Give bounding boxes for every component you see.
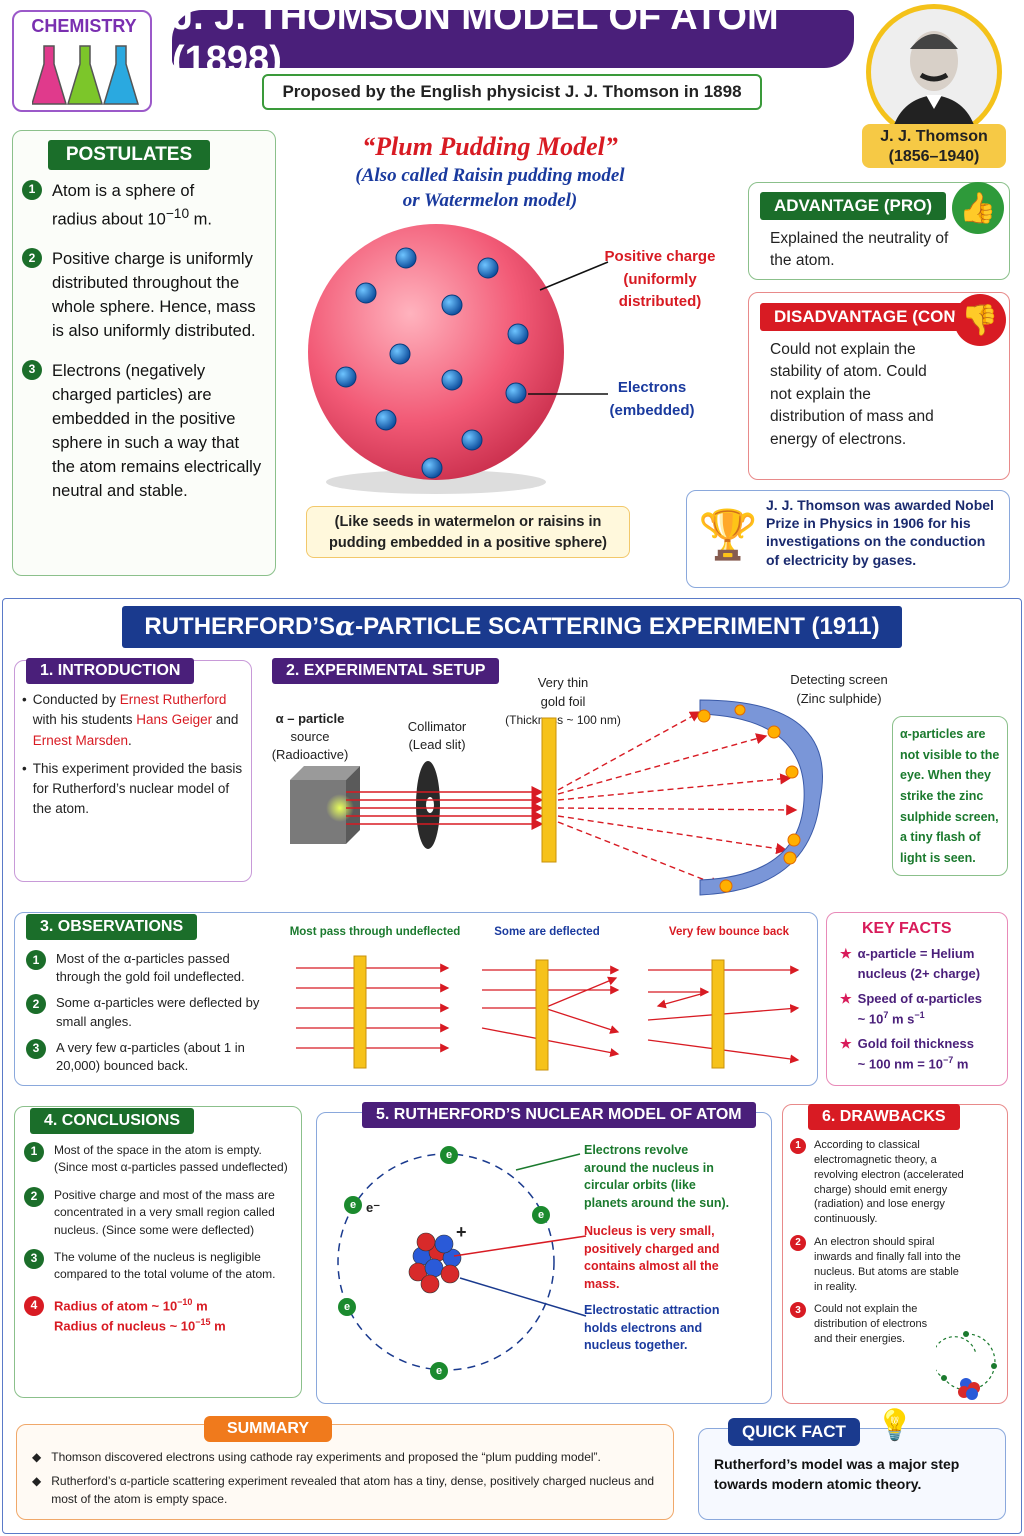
setup-note-panel (892, 716, 1008, 876)
postulate-item: 3 Electrons (negatively charged particle… (22, 360, 266, 504)
portrait-caption: J. J. Thomson (1856–1940) (862, 124, 1006, 168)
collimator-label: Collimator (Lead slit) (407, 719, 467, 753)
model-name: “Plum Pudding Model” (362, 132, 618, 161)
nucleus-charge-sign: + (456, 1222, 467, 1242)
thumbs-up-icon: 👍 (952, 182, 1004, 234)
spiral-atom-icon (936, 1331, 997, 1400)
source-label: α – particle source (Radioactive) (271, 711, 349, 763)
portrait-image (871, 9, 997, 135)
summary-panel (16, 1424, 674, 1520)
electron-right: e (532, 1206, 550, 1224)
nuclear-model-note-3: Electrostatic attraction holds electrons… (584, 1303, 720, 1352)
quick-fact-text: Rutherford’s model was a major step towa… (714, 1456, 960, 1493)
introduction-text: •Conducted by Ernest Rutherford with his… (22, 692, 243, 817)
setup-heading: 2. EXPERIMENTAL SETUP (272, 658, 500, 684)
conclusions-heading: 4. CONCLUSIONS (30, 1108, 195, 1134)
advantage-heading: ADVANTAGE (PRO) (760, 192, 947, 220)
observation-diagrams (296, 955, 800, 1071)
electron (461, 429, 483, 451)
electron (375, 409, 397, 431)
positive-charge-label: Positive charge (uniformly distributed) (604, 248, 716, 310)
introduction-panel (14, 660, 252, 882)
advantage-text: Explained the neutrality of the atom. (770, 230, 949, 270)
nuclear-model-heading: 5. RUTHERFORD’S NUCLEAR MODEL OF ATOM (362, 1102, 756, 1128)
nobel-text: J. J. Thomson was awarded Nobel Prize in… (766, 497, 994, 568)
gold-foil-label: Very thin gold foil (Thickness ~ 100 nm) (505, 675, 621, 727)
electron-lower-left: e (338, 1298, 356, 1316)
portrait (866, 4, 1002, 140)
collimator (416, 761, 440, 849)
introduction-heading: 1. INTRODUCTION (26, 658, 195, 684)
electrons-label: Electrons (embedded) (609, 379, 695, 420)
experimental-setup-diagram (290, 699, 823, 896)
page-title: J. J. THOMSON MODEL OF ATOM (1898) (172, 0, 854, 81)
observation-diagram-2-title: Some are deflected (494, 926, 600, 938)
electron (507, 323, 529, 345)
nuclear-model-note-2: Nucleus is very small, positively charge… (584, 1224, 720, 1291)
electron (421, 457, 443, 479)
lightbulb-icon: 💡 (876, 1409, 914, 1442)
electron-label: e⁻ (366, 1200, 381, 1215)
gold-foil (541, 717, 557, 863)
subject-badge: CHEMISTRY (12, 10, 152, 112)
electron (355, 282, 377, 304)
alpha-source (290, 766, 360, 844)
postulates-heading: POSTULATES (48, 140, 210, 170)
thumbs-down-icon: 👎 (954, 294, 1006, 346)
key-facts-heading: KEY FACTS (862, 920, 952, 937)
key-facts-panel (826, 912, 1008, 1086)
model-alt-names: (Also called Raisin pudding model or Wat… (355, 165, 625, 211)
electron (477, 257, 499, 279)
key-facts-list: ★α-particle = Helium nucleus (2+ charge)… (840, 946, 982, 1072)
observation-diagram-3-title: Very few bounce back (668, 926, 790, 938)
nuclear-model-note-1: Electrons revolve around the nucleus in … (584, 1143, 730, 1210)
electrons (335, 247, 529, 479)
disadvantage-heading: DISADVANTAGE (CON) (760, 303, 976, 331)
page-subtitle: Proposed by the English physicist J. J. … (262, 74, 762, 110)
summary-list: ◆Thomson discovered electrons using cath… (32, 1450, 655, 1506)
electron (335, 366, 357, 388)
postulate-item: 2 Positive charge is uniformly distribut… (22, 248, 266, 344)
nobel-panel (686, 490, 1010, 588)
nucleus (408, 1232, 462, 1294)
observations-heading: 3. OBSERVATIONS (26, 914, 198, 940)
electron (441, 294, 463, 316)
nuclear-model-diagram (337, 1153, 587, 1371)
electron-left: e (344, 1196, 362, 1214)
rutherford-section-border (2, 598, 1022, 1534)
conclusions-panel (14, 1106, 302, 1398)
analogy-box: (Like seeds in watermelon or raisins in … (306, 506, 630, 558)
electron (395, 247, 417, 269)
trophy-icon: 🏆 (698, 509, 758, 562)
screen-label: Detecting screen (Zinc sulphide) (790, 672, 888, 706)
flash-marks (697, 704, 801, 893)
positive-sphere (308, 224, 564, 480)
electron-top: e (440, 1146, 458, 1164)
electron (389, 343, 411, 365)
disadvantage-text: Could not explain the stability of atom.… (770, 341, 934, 448)
observation-diagram-1-title: Most pass through undeflected (289, 926, 461, 938)
rutherford-banner: RUTHERFORD’S α -PARTICLE SCATTERING EXPE… (122, 606, 902, 648)
subject-label: CHEMISTRY (31, 16, 137, 36)
drawbacks-heading: 6. DRAWBACKS (808, 1104, 960, 1130)
electron (505, 382, 527, 404)
summary-heading: SUMMARY (204, 1416, 332, 1442)
quick-fact-heading: QUICK FACT (728, 1418, 860, 1446)
setup-note: α-particles are not visible to the eye. … (900, 727, 1000, 865)
electron-bottom: e (430, 1362, 448, 1380)
drawbacks-panel (782, 1104, 1008, 1404)
plum-pudding-diagram (308, 224, 609, 494)
detecting-screen (699, 699, 823, 896)
flasks-icon (32, 45, 140, 105)
electron (441, 369, 463, 391)
postulates-panel (12, 130, 276, 576)
